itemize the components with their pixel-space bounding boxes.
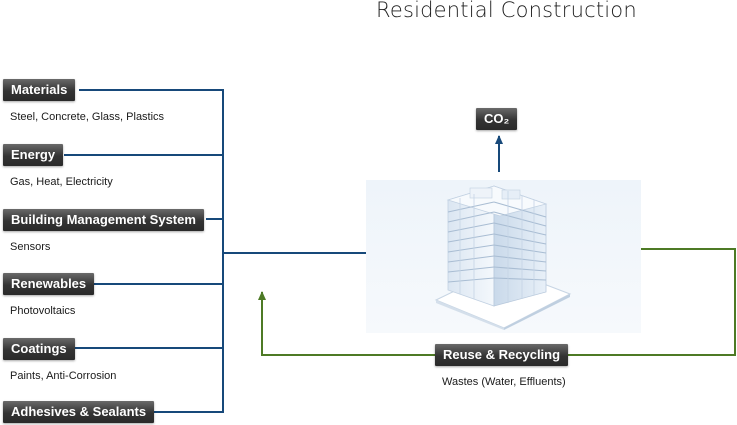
reuse-recycling-label: Reuse & Recycling [435, 344, 569, 366]
input-energy-description: Gas, Heat, Electricity [10, 176, 113, 188]
input-renewables-description: Photovoltaics [10, 305, 76, 317]
recycle-lines [258, 248, 736, 356]
diagram-title: Residential Construction [376, 0, 637, 22]
input-bms-description: Sensors [10, 241, 51, 253]
input-renewables-label: Renewables [3, 273, 95, 295]
residential-building-icon [434, 185, 572, 330]
input-materials-description: Steel, Concrete, Glass, Plastics [10, 111, 165, 123]
input-energy-label: Energy [3, 144, 64, 166]
co2-emission-label: CO₂ [476, 108, 518, 130]
input-lines [64, 89, 503, 413]
input-coatings-label: Coatings [3, 338, 75, 360]
input-coatings-description: Paints, Anti-Corrosion [10, 370, 117, 382]
reuse-recycling-description: Wastes (Water, Effluents) [442, 376, 566, 388]
input-bms-label: Building Management System [3, 209, 204, 231]
input-materials-label: Materials [3, 79, 76, 101]
input-adhesives-label: Adhesives & Sealants [3, 401, 155, 423]
